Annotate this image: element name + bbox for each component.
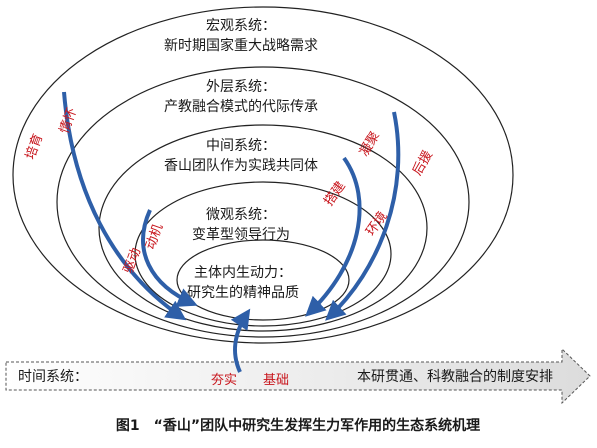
macro-title: 宏观系统：: [206, 18, 276, 34]
cohesion-arrow: [325, 111, 401, 321]
foundation-arrow: [230, 308, 251, 373]
figure-caption: 图1 “香山”团队中研究生发挥生力军作用的生态系统机理: [116, 417, 480, 434]
micro-title: 微观系统：: [206, 207, 276, 223]
exo-system-ellipse: [56, 66, 470, 338]
time-system-arrow: [5, 347, 591, 405]
label-motivation: 动机: [143, 222, 166, 252]
core-ellipse: [176, 239, 350, 321]
micro-subtitle: 变革型领导行为: [192, 227, 290, 243]
core-subtitle: 研究生的精神品质: [187, 285, 299, 301]
label-solid: 夯实: [211, 373, 237, 388]
meso-system-ellipse: [98, 124, 428, 332]
time-right-label: 本研贯通、科教融合的制度安排: [357, 369, 553, 385]
core-title: 主体内生动力：: [194, 265, 292, 281]
micro-system-ellipse: [134, 181, 392, 327]
label-foundation: 基础: [263, 373, 289, 388]
exo-title: 外层系统：: [206, 79, 276, 95]
label-feelings: 情怀: [57, 106, 80, 136]
environment-arrow: [305, 156, 362, 317]
cultivate-arrow: [62, 91, 187, 321]
label-build: 搭建: [321, 178, 349, 208]
label-backing: 后援: [410, 148, 436, 178]
time-left-label: 时间系统：: [18, 369, 88, 385]
drive-arrow: [141, 209, 198, 307]
label-drive: 驱动: [121, 246, 144, 276]
label-cultivate: 培育: [22, 132, 46, 162]
meso-title: 中间系统：: [206, 138, 276, 154]
meso-subtitle: 香山团队作为实践共同体: [164, 158, 318, 174]
macro-system-ellipse: [12, 6, 514, 344]
exo-subtitle: 产教融合模式的代际传承: [164, 99, 318, 115]
macro-subtitle: 新时期国家重大战略需求: [164, 37, 318, 54]
